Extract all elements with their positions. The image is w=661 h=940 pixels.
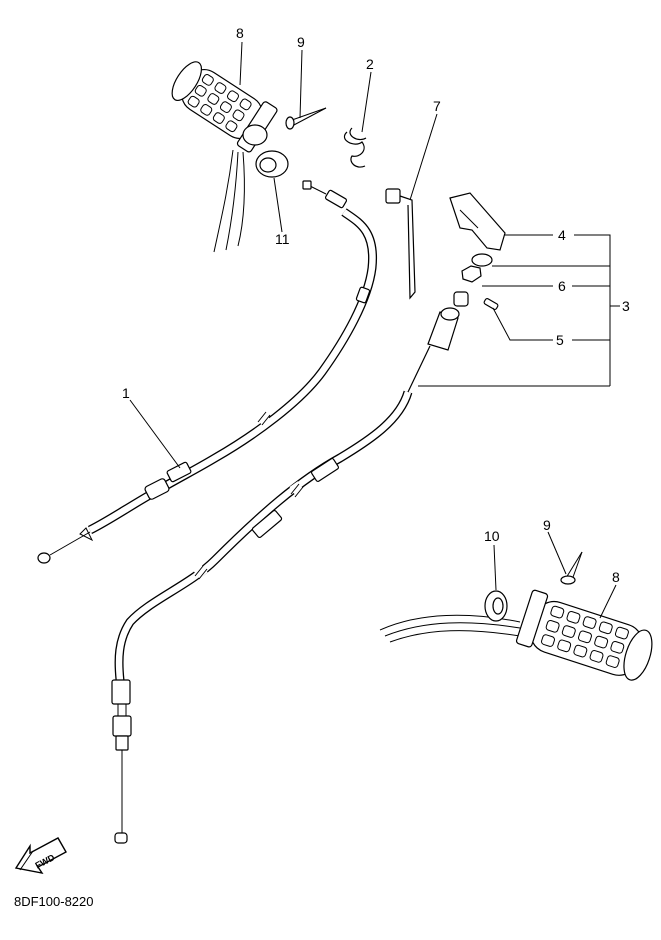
fwd-arrow-icon: FWD [14,837,67,875]
screw-9-lower [560,551,583,585]
callout-8-lower: 8 [612,569,620,585]
collar-10 [484,590,508,622]
callout-11: 11 [275,231,290,247]
callout-4: 4 [558,227,566,243]
throttle-cable-1 [37,180,378,564]
wire-clip-2 [343,127,367,168]
callout-9-lower: 9 [543,517,551,533]
pin-5 [483,298,499,310]
callout-7: 7 [433,98,441,114]
callout-1: 1 [122,385,130,401]
screw-9-upper [285,107,327,130]
callout-10: 10 [484,528,500,544]
cable-tie-7 [385,188,416,300]
right-grip [379,589,653,681]
callout-8-upper: 8 [236,25,244,41]
nut-6 [461,253,493,283]
bracket-4 [449,192,506,251]
callout-9-upper: 9 [297,34,305,50]
cable-3 [111,291,469,844]
callout-2: 2 [366,56,374,72]
callout-5: 5 [556,332,564,348]
callout-3: 3 [622,298,630,314]
document-code: 8DF100-8220 [14,894,94,909]
callout-6: 6 [558,278,566,294]
collar-11 [255,150,289,178]
callout-labels: 8 9 2 7 11 4 6 3 5 1 10 9 8 [122,25,630,585]
left-grip [171,61,278,253]
leader-lines [129,41,620,619]
